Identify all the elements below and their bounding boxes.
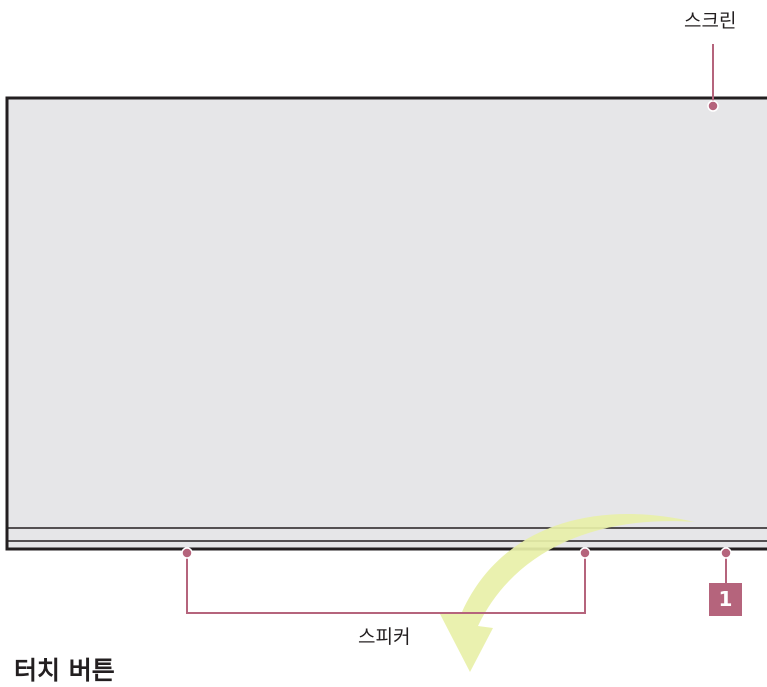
speaker-label: 스피커	[358, 626, 411, 648]
callout-badge-box	[709, 583, 742, 616]
curved-arrow	[440, 514, 695, 672]
speaker-right-dot	[579, 547, 591, 559]
screen-label: 스크린	[684, 10, 737, 32]
screen-panel	[5, 96, 767, 551]
speaker-bracket	[186, 552, 586, 614]
section-heading: 터치 버튼	[14, 656, 115, 685]
screen-leader-dot	[707, 100, 719, 112]
callout-number-badge: 1	[718, 587, 733, 611]
speaker-left-dot	[181, 547, 193, 559]
callout-leader-dot	[720, 547, 732, 559]
